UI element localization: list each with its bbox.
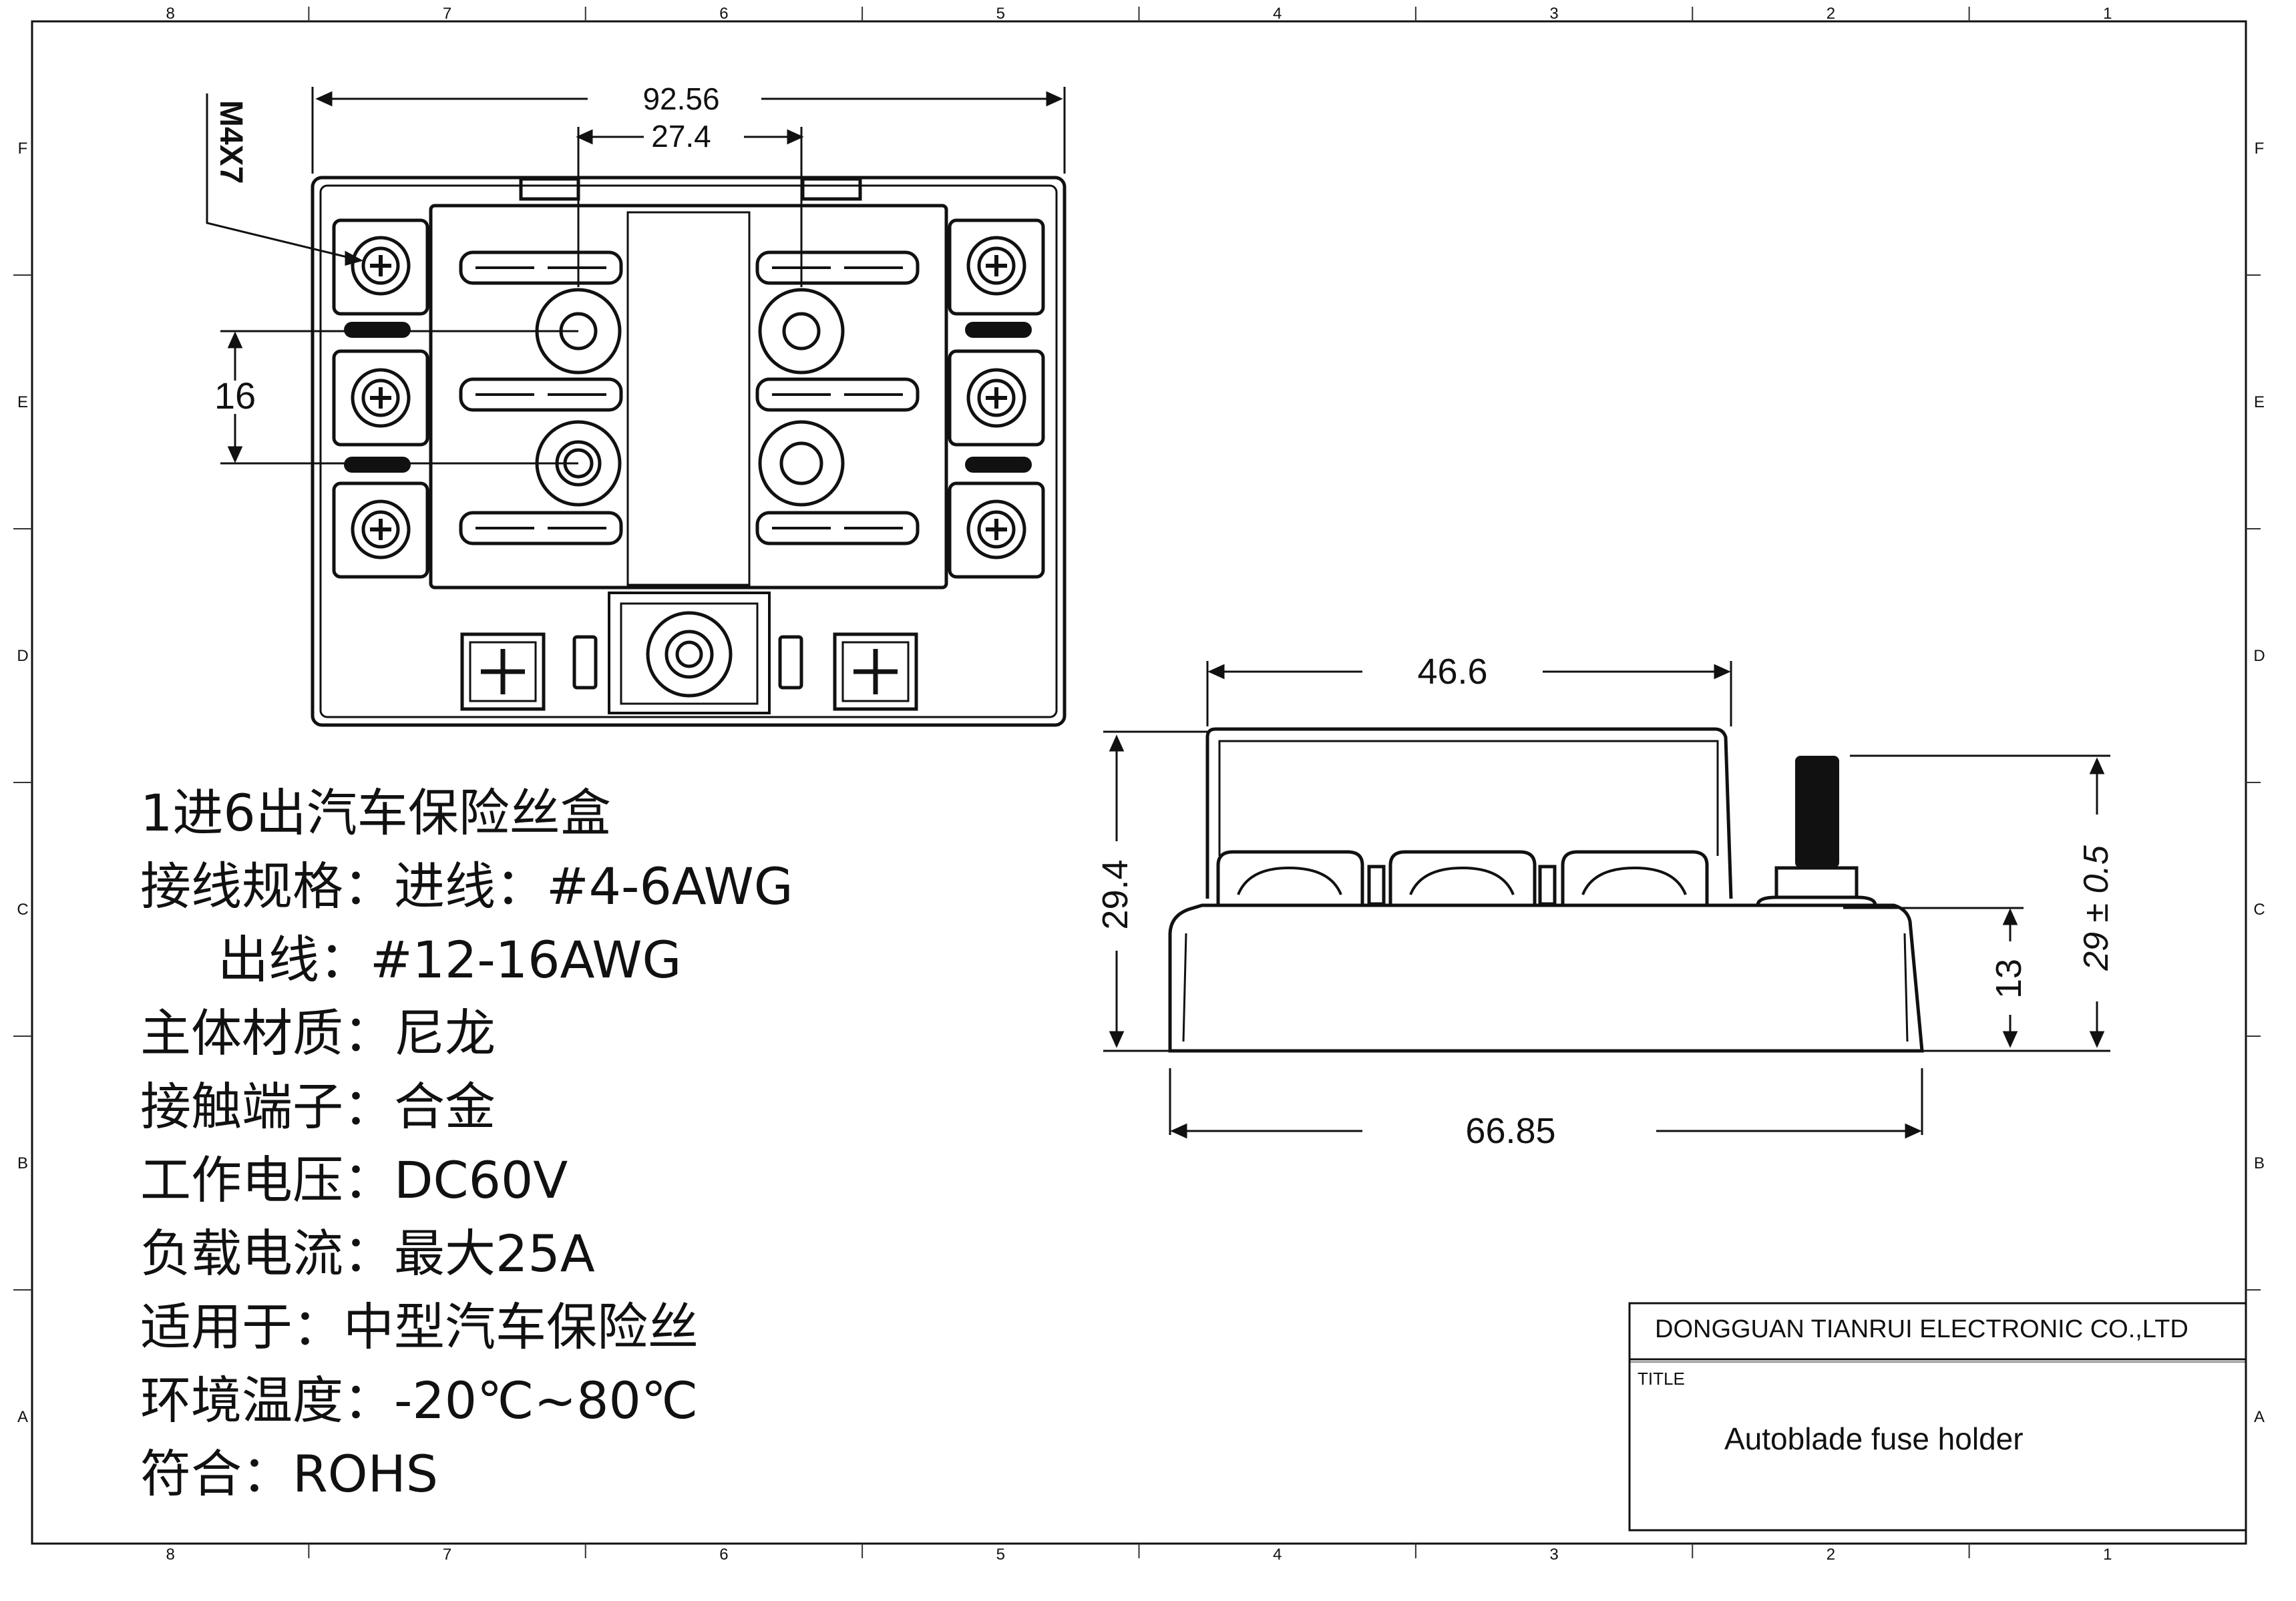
- dim-top-width: 46.6: [1417, 652, 1487, 692]
- zone-label-column: 4: [1273, 5, 1282, 23]
- dim-stud-height: 29 ± 0.5: [2077, 845, 2116, 971]
- zone-label-column: 3: [1549, 1546, 1558, 1564]
- zone-label-column: 7: [443, 1546, 451, 1564]
- fuse-slots: [459, 250, 920, 545]
- zone-label-column: 3: [1549, 5, 1558, 23]
- zone-label-column: 1: [2103, 5, 2112, 23]
- spec-line-current: 负载电流：最大25A: [140, 1224, 595, 1283]
- spec-line-contact: 接触端子：合金: [140, 1077, 496, 1136]
- dim-base-width: 66.85: [1465, 1111, 1555, 1151]
- zone-label-row: A: [17, 1408, 28, 1426]
- dim-width: 92.56: [642, 81, 719, 116]
- screw-callout: M4X7: [213, 100, 248, 184]
- zone-markers: [13, 7, 2261, 1558]
- zone-label-column: 8: [166, 1546, 175, 1564]
- terminal-screws: [351, 236, 1026, 559]
- title-block-company: DONGGUAN TIANRUI ELECTRONIC CO.,LTD: [1655, 1315, 2188, 1343]
- top-view: [311, 176, 1067, 727]
- stud-thread: [1795, 756, 1839, 868]
- zone-label-column: 6: [719, 5, 728, 23]
- zone-label-column: 1: [2103, 1546, 2112, 1564]
- zone-label-column: 2: [1827, 1546, 1835, 1564]
- title-block-title-label: TITLE: [1638, 1369, 1685, 1389]
- zone-label-column: 6: [719, 1546, 728, 1564]
- spec-line-compliance: 符合：ROHS: [140, 1444, 439, 1504]
- separator-slots: [344, 322, 1032, 473]
- side-view: [1168, 727, 1924, 1053]
- stud-posts: [535, 288, 845, 507]
- side-view-dimensions: [1103, 661, 2110, 1139]
- zone-label-row: E: [17, 393, 28, 411]
- zone-label-row: D: [2253, 647, 2265, 665]
- top-view-dimensions: [206, 87, 1066, 465]
- zone-label-row: D: [17, 647, 28, 665]
- feed-terminal: [460, 611, 918, 711]
- spec-line-title: 1进6出汽车保险丝盒: [140, 783, 611, 843]
- zone-label-row: E: [2254, 393, 2265, 411]
- spec-line-output-wire: 出线：#12-16AWG: [218, 930, 682, 989]
- zone-label-column: 8: [166, 5, 175, 23]
- spec-line-material: 主体材质：尼龙: [140, 1003, 496, 1063]
- zone-label-row: C: [17, 901, 28, 919]
- zone-label-column: 5: [996, 1546, 1005, 1564]
- spec-line-temperature: 环境温度：-20℃~80℃: [140, 1371, 699, 1430]
- zone-label-column: 4: [1273, 1546, 1282, 1564]
- zone-label-row: C: [2253, 901, 2265, 919]
- zone-label-row: B: [17, 1154, 28, 1172]
- zone-label-column: 7: [443, 5, 451, 23]
- dim-pitch: 16: [214, 375, 256, 417]
- zone-label-row: A: [2254, 1408, 2265, 1426]
- dim-height: 29.4: [1095, 859, 1135, 929]
- zone-label-row: F: [18, 140, 28, 158]
- title-block-frame: [1628, 1302, 2247, 1532]
- dim-base-height: 13: [1989, 959, 2029, 999]
- spec-line-wiring: 接线规格：进线：#4-6AWG: [140, 857, 793, 916]
- dim-stud-spacing: 27.4: [651, 119, 711, 154]
- zone-label-row: F: [2255, 140, 2265, 158]
- zone-label-column: 2: [1827, 5, 1835, 23]
- spec-line-voltage: 工作电压：DC60V: [140, 1150, 568, 1210]
- title-block-title-value: Autoblade fuse holder: [1724, 1421, 2024, 1456]
- zone-label-column: 5: [996, 5, 1005, 23]
- zone-label-row: B: [2254, 1154, 2265, 1172]
- spec-line-fuse-type: 适用于：中型汽车保险丝: [140, 1297, 699, 1357]
